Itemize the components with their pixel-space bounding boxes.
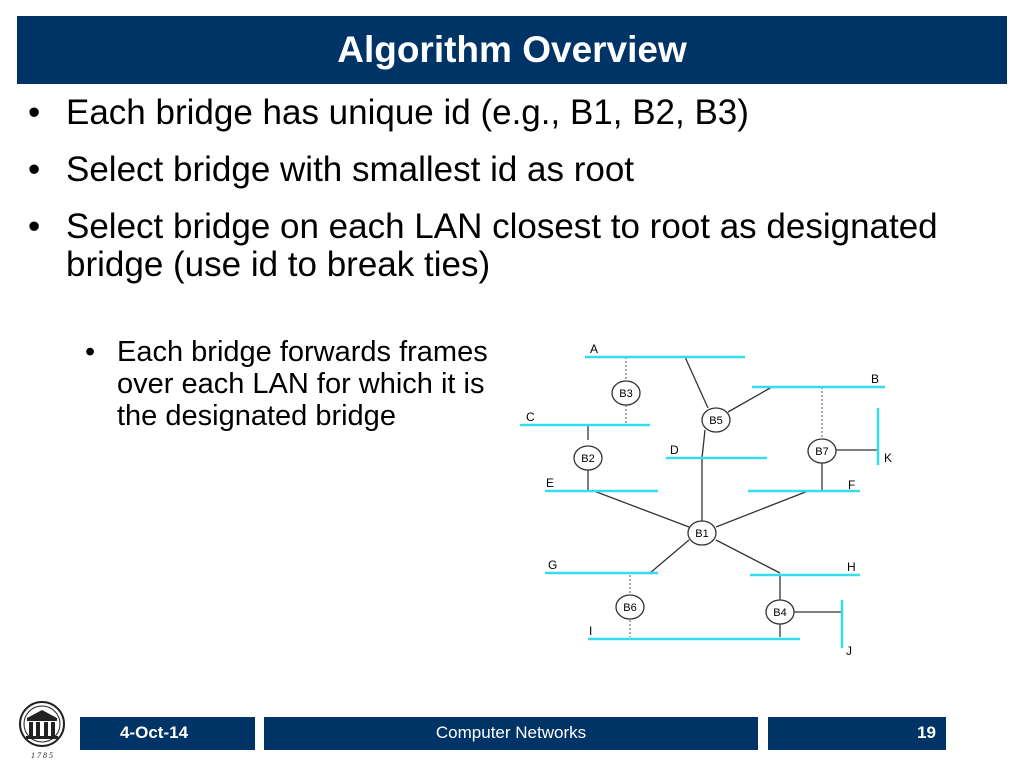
bridges: B1 B2 B3 B4 B5 B6 B7 [573, 380, 837, 625]
lan-label-h: H [847, 560, 856, 574]
bridge-label-b1: B1 [695, 528, 708, 540]
bullet-dot: • [28, 93, 41, 132]
bridge-b4: B4 [765, 599, 795, 625]
footer-date-box: 4-Oct-14 [80, 717, 255, 750]
lan-label-k: K [884, 451, 892, 465]
bridge-label-b6: B6 [623, 602, 636, 614]
footer-course-box: Computer Networks [264, 717, 758, 750]
link-b5-b [727, 386, 773, 413]
bridge-links [587, 356, 878, 637]
bridge-label-b2: B2 [581, 453, 594, 465]
lan-labels: A B C D E F G H I J K [526, 342, 892, 658]
sub-bullet-list: • Each bridge forwards frames over each L… [85, 336, 515, 432]
footer-course: Computer Networks [435, 723, 587, 742]
lan-label-f: F [848, 478, 855, 492]
bullet-text: Each bridge has unique id (e.g., B1, B2,… [66, 93, 749, 132]
bullet-dot: • [85, 336, 96, 368]
link-b1-e [593, 490, 690, 528]
university-arch-logo: 1 7 8 5 [19, 701, 65, 760]
blocked-links [625, 357, 823, 637]
bullet-item: • Select bridge with smallest id as root [28, 151, 988, 189]
sub-bullet-text: Each bridge forwards frames over each LA… [117, 336, 488, 432]
slide-title: Algorithm Overview [337, 29, 687, 70]
lan-label-i: I [589, 624, 592, 638]
bridge-b3: B3 [611, 380, 641, 406]
bridge-b2: B2 [573, 445, 603, 471]
footer-page-box: 19 [768, 717, 946, 750]
bridge-b5: B5 [701, 407, 731, 433]
bridge-label-b4: B4 [773, 607, 786, 619]
title-bar: Algorithm Overview [17, 16, 1007, 84]
sub-bullet-item: • Each bridge forwards frames over each L… [85, 336, 515, 432]
bullet-dot: • [28, 207, 41, 246]
lan-label-b: B [871, 372, 879, 386]
link-b1-f [715, 490, 809, 528]
lan-label-d: D [670, 443, 679, 457]
page-number: 19 [917, 723, 936, 742]
bullet-item: • Each bridge has unique id (e.g., B1, B2… [28, 94, 988, 132]
bullet-list: • Each bridge has unique id (e.g., B1, B2… [28, 94, 988, 303]
bridge-b1: B1 [687, 520, 717, 546]
bullet-dot: • [28, 150, 41, 189]
bullet-item: • Select bridge on each LAN closest to ro… [28, 208, 988, 284]
logo-year: 1 7 8 5 [31, 751, 53, 760]
link-b5-a [684, 356, 709, 409]
footer-date: 4-Oct-14 [120, 723, 189, 742]
bridge-b6: B6 [615, 594, 645, 620]
lan-label-g: G [548, 558, 557, 572]
lan-label-e: E [546, 476, 554, 490]
link-b1-h [715, 539, 781, 574]
bridge-b7: B7 [807, 438, 837, 464]
link-b5-d [701, 429, 706, 459]
lan-label-c: C [526, 410, 535, 424]
bridge-label-b3: B3 [619, 388, 632, 400]
lan-label-a: A [590, 342, 598, 356]
bridge-label-b7: B7 [815, 446, 828, 458]
link-b1-g [649, 539, 690, 574]
bullet-text: Select bridge on each LAN closest to roo… [66, 207, 938, 284]
lan-label-j: J [846, 644, 852, 658]
bridge-label-b5: B5 [709, 415, 722, 427]
lan-segments [520, 355, 885, 648]
bullet-text: Select bridge with smallest id as root [66, 150, 635, 189]
